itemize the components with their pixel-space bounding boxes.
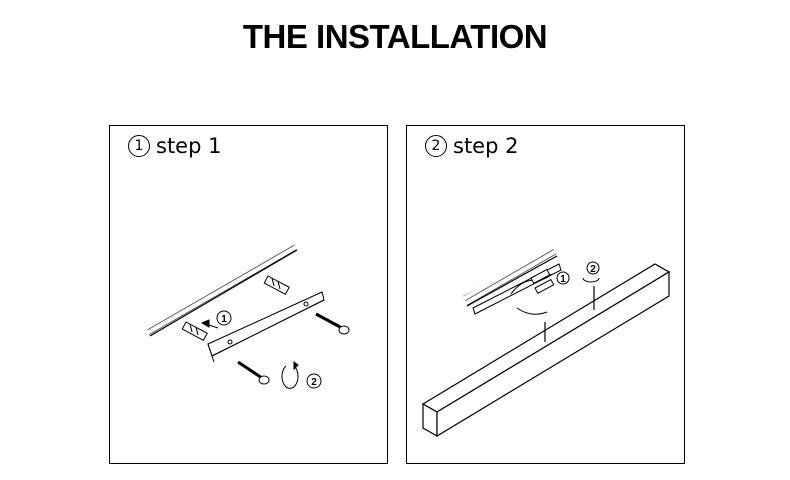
wall-plug-upper: [263, 275, 290, 296]
step-1-illustration: 1 2: [146, 242, 350, 389]
step-2-label: step 2: [453, 134, 519, 158]
callout-2: 2: [306, 373, 322, 389]
wall-plug-lower: [181, 321, 208, 342]
callout-1-label: 1: [560, 274, 566, 285]
step-2-illustration: 1 2: [421, 248, 671, 438]
callout-1: 1: [556, 271, 570, 285]
screw-lower: [237, 360, 270, 385]
light-bar: [421, 263, 671, 438]
callout-2-label: 2: [590, 264, 596, 275]
page-title: THE INSTALLATION: [242, 18, 548, 55]
step-2-panel: 2 step 2: [406, 125, 685, 464]
callout-2-label: 2: [311, 377, 317, 388]
step-1-panel: 1 step 1: [109, 125, 388, 464]
callout-2: 2: [586, 261, 600, 275]
callout-1: 1: [216, 310, 232, 326]
step-2-heading: 2 step 2: [425, 134, 518, 158]
step-2-number: 2: [425, 135, 447, 157]
wall-hatch: [146, 242, 298, 337]
step-1-heading: 1 step 1: [128, 134, 221, 158]
rotation-arrow: [582, 277, 600, 283]
wall-hatch: [463, 248, 558, 307]
screw-upper: [315, 312, 350, 335]
direction-arrow: [200, 319, 219, 329]
rotation-arrow: [281, 361, 299, 389]
step-1-number: 1: [128, 135, 150, 157]
mounting-bracket: [207, 291, 325, 363]
step-1-label: step 1: [156, 134, 222, 158]
callout-1-label: 1: [221, 314, 227, 325]
wire-connector: [510, 268, 555, 315]
